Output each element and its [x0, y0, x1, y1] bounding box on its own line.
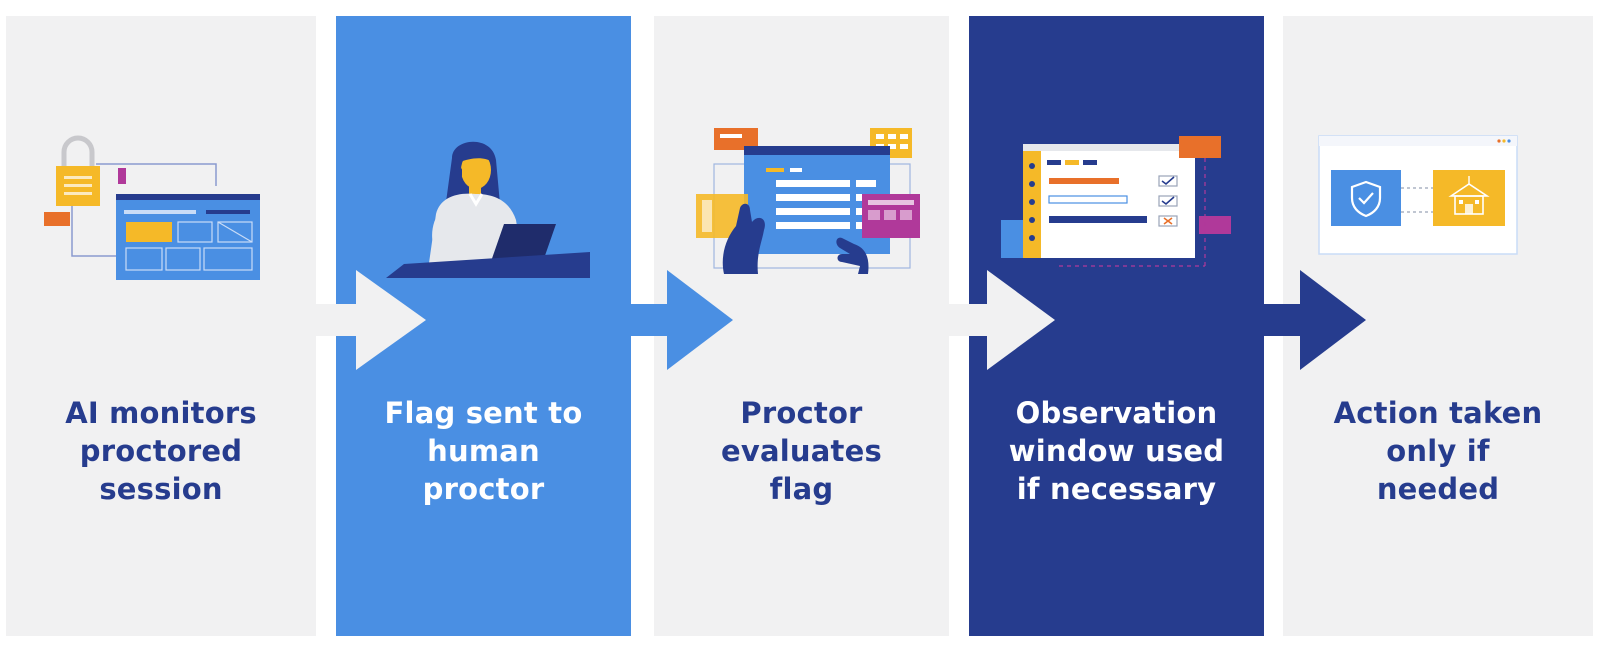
lock-dashboard-icon [44, 135, 260, 280]
step-panel-flag-sent: Flag sent to human proctor [336, 16, 631, 636]
step-label: AI monitors proctored session [65, 396, 257, 506]
arrow-right-icon [949, 270, 1055, 370]
step-panel-ai-monitors: AI monitors proctored session [6, 16, 316, 636]
hands-review-screen-icon [696, 128, 920, 274]
proctor-laptop-icon [386, 141, 590, 278]
checklist-window-icon [1001, 136, 1231, 267]
arrow-right-icon [1264, 270, 1366, 370]
step-panel-observation-window: Observation window used if necessary [969, 16, 1264, 636]
step-label: Proctor evaluates flag [721, 396, 882, 506]
shield-school-icon [1318, 135, 1518, 255]
step-label: Action taken only if needed [1333, 396, 1543, 506]
step-label: Observation window used if necessary [1008, 396, 1225, 506]
step-label: Flag sent to human proctor [384, 396, 583, 506]
arrow-right-icon [316, 270, 426, 370]
arrow-right-icon [631, 270, 733, 370]
